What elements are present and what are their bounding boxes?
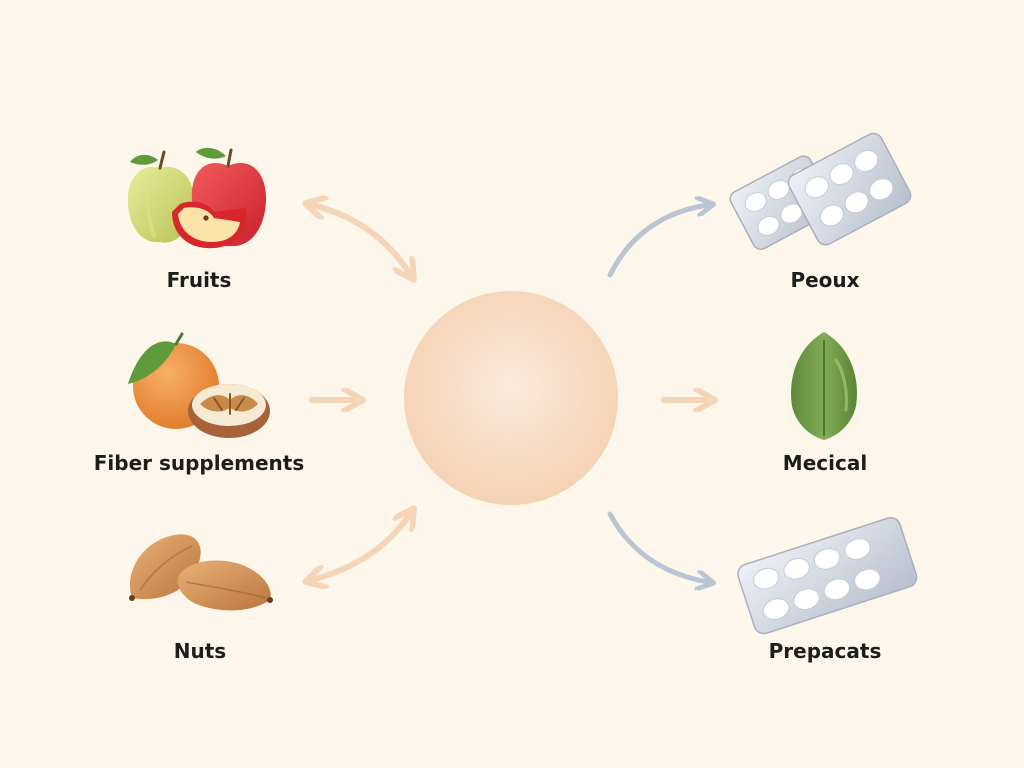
leaf-icon [791, 332, 857, 440]
label-peoux: Peoux [790, 268, 860, 292]
arrow-fruits-hub [312, 205, 410, 274]
label-fiber-supplements: Fiber supplements [93, 451, 305, 475]
label-prepacats: Prepacats [768, 639, 882, 663]
pill-blister-stack-icon [729, 132, 912, 251]
central-hub-circle [404, 291, 618, 505]
apple-icon [127, 147, 266, 249]
label-mecical: Mecical [782, 451, 868, 475]
arrow-hub-peoux [607, 205, 708, 278]
arrow-hub-prepacats [607, 511, 708, 582]
label-nuts: Nuts [173, 639, 227, 663]
orange-walnut-icon [128, 332, 270, 438]
almond-icon [129, 534, 273, 611]
arrow-nuts-hub [312, 514, 410, 580]
pill-blister-icon [737, 516, 918, 635]
label-fruits: Fruits [166, 268, 232, 292]
